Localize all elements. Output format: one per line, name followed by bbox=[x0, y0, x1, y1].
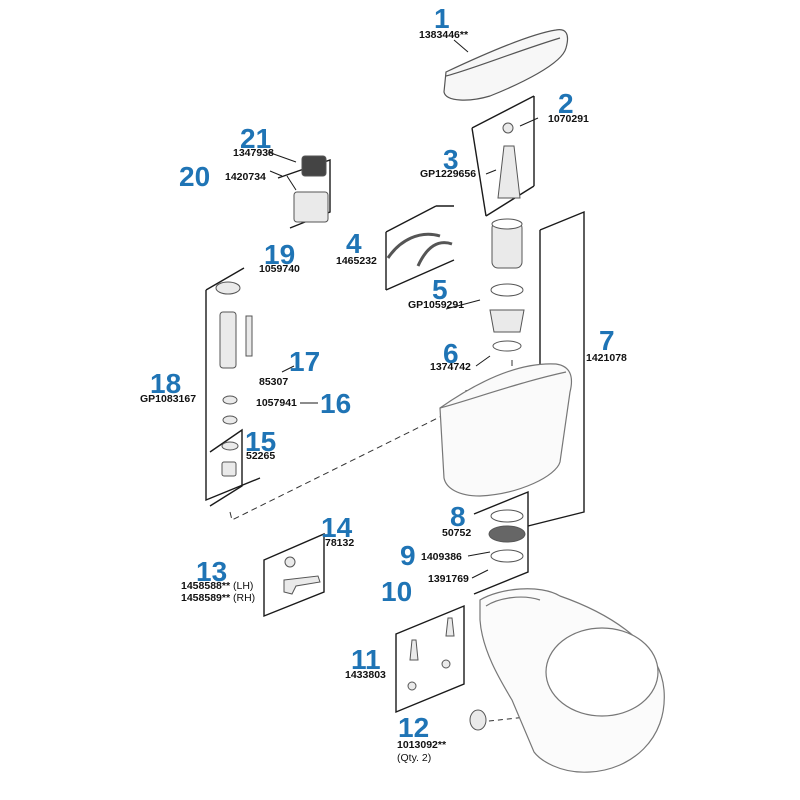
part-number-19: 1059740 bbox=[259, 263, 300, 275]
callout-2: 2 bbox=[558, 88, 574, 119]
callout-10: 10 bbox=[381, 576, 413, 607]
bracket-8-10 bbox=[473, 490, 529, 595]
part-number-13-lh: 1458588** (LH) bbox=[181, 581, 253, 592]
quantity-note-12: (Qty. 2) bbox=[397, 752, 432, 764]
callout-1: 1 bbox=[434, 3, 450, 34]
bracket-13-14 bbox=[263, 532, 325, 618]
part-number-11: 1433803 bbox=[345, 669, 386, 681]
tank-body bbox=[439, 363, 573, 497]
parts-small bbox=[215, 122, 526, 731]
callout-7: 7 bbox=[599, 325, 615, 356]
part-number-10: 1391769 bbox=[428, 573, 469, 585]
callout-11: 11 bbox=[351, 644, 381, 675]
callout-14: 14 bbox=[321, 512, 353, 543]
part-number-21: 1347938 bbox=[233, 147, 274, 159]
side-label-lh: (LH) bbox=[232, 580, 254, 592]
part-number-13-lh-value: 1458588** bbox=[181, 580, 231, 592]
part-number-13-rh: 1458589** (RH) bbox=[181, 593, 255, 604]
part-number-1: 1383446** bbox=[419, 29, 469, 41]
part-number-2: 1070291 bbox=[548, 113, 589, 125]
part-number-5: GP1059291 bbox=[408, 299, 465, 311]
callout-13: 13 bbox=[196, 556, 228, 587]
part-number-7: 1421078 bbox=[586, 352, 627, 364]
side-label-rh: (RH) bbox=[232, 592, 256, 604]
callout-5: 5 bbox=[432, 274, 448, 305]
callout-3: 3 bbox=[443, 144, 459, 175]
part-number-18: GP1083167 bbox=[140, 393, 197, 405]
part-number-9: 1409386 bbox=[421, 551, 462, 563]
bracket-2-3 bbox=[471, 95, 535, 217]
callout-4: 4 bbox=[346, 228, 362, 259]
callout-19: 19 bbox=[264, 239, 296, 270]
bracket-7 bbox=[527, 210, 585, 527]
callout-21: 21 bbox=[240, 123, 272, 154]
part-number-4: 1465232 bbox=[336, 255, 377, 267]
part-number-12: 1013092** bbox=[397, 739, 447, 751]
part-number-3: GP1229656 bbox=[420, 168, 477, 180]
part-number-6: 1374742 bbox=[430, 361, 471, 373]
callout-8: 8 bbox=[450, 501, 466, 532]
callout-12: 12 bbox=[398, 712, 430, 743]
callout-18: 18 bbox=[150, 368, 182, 399]
part-number-20: 1420734 bbox=[225, 171, 266, 183]
part-number-15: 52265 bbox=[246, 450, 276, 462]
callout-9: 9 bbox=[400, 540, 416, 571]
toilet-bowl bbox=[479, 588, 665, 773]
callout-16: 16 bbox=[320, 388, 352, 419]
part-number-8: 50752 bbox=[442, 527, 472, 539]
callout-6: 6 bbox=[443, 338, 459, 369]
bracket-11 bbox=[395, 604, 465, 714]
part-number-17: 85307 bbox=[259, 376, 289, 388]
callout-20: 20 bbox=[179, 161, 211, 192]
callout-15: 15 bbox=[245, 426, 277, 457]
part-number-13-rh-value: 1458589** bbox=[181, 592, 231, 604]
part-number-14: 78132 bbox=[325, 537, 355, 549]
callout-17: 17 bbox=[289, 346, 321, 377]
bracket-4 bbox=[385, 205, 455, 291]
tank-lid bbox=[443, 29, 569, 101]
part-number-16: 1057941 bbox=[256, 397, 297, 409]
bracket-15 bbox=[209, 428, 243, 507]
